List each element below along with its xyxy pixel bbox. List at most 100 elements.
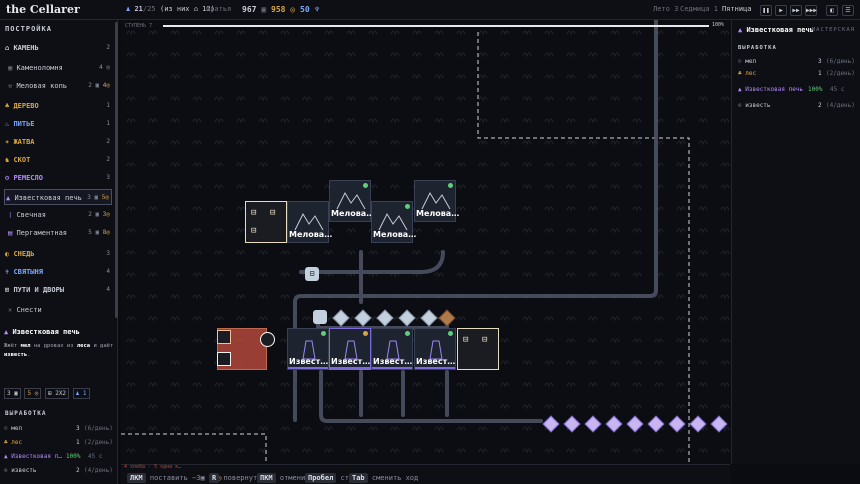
menu-icon[interactable]: ☰ <box>842 5 854 16</box>
quarry-label: Каменоломня <box>16 64 63 72</box>
out-val: 1 <box>818 70 822 77</box>
brothers-label: братья <box>206 5 232 13</box>
building-cost: 2 ▣ 3◎ <box>88 211 110 218</box>
stat-size: ⊞ 2X2 <box>44 388 70 399</box>
panel-toggle-icon[interactable]: ◧ <box>826 5 838 16</box>
out-label: известь <box>11 467 37 474</box>
chalk-icon: ⊙ <box>738 58 742 65</box>
stage-progress-fill <box>163 25 709 27</box>
map-canvas[interactable]: ⊟ ⊟ ⊟ Мелова… Мелова… Мелова… Мелова… ⊟ … <box>121 20 730 464</box>
play-button[interactable]: ▶ <box>775 5 787 16</box>
out-label: Известковая печь <box>745 86 804 93</box>
chalk-pit-building[interactable]: Мелова… <box>287 201 332 243</box>
cat-label: ♞ СКОТ <box>5 156 31 164</box>
cat-label: ♣ ДЕРЕВО <box>5 102 39 110</box>
demolish-label: ✕ Снести <box>8 306 42 314</box>
faith-icon: ♆ <box>314 5 320 14</box>
hint-cancel: ПКМ отменить <box>257 473 314 483</box>
cat-food-label: СНЕДЬ <box>13 250 35 258</box>
out-rate: (6/день) <box>826 58 855 65</box>
cat-count: 3 <box>106 250 110 257</box>
card-label: Извест… <box>373 357 413 366</box>
chalk-pit-building[interactable]: Мелова… <box>414 180 459 222</box>
key-r: R <box>209 473 220 483</box>
desc-chalk: мел <box>20 343 31 349</box>
out-val: 1 <box>76 439 80 446</box>
chalk-icon: ⊙ <box>4 425 8 432</box>
lime-kiln-building[interactable]: Извест… <box>371 328 413 370</box>
sidebar-scrollbar[interactable] <box>115 22 118 318</box>
out-rate: (4/день) <box>826 102 855 109</box>
lime-kiln-building[interactable]: Извест… <box>414 328 456 370</box>
lime-kiln-building[interactable]: Извест… <box>287 328 329 370</box>
out-val: 2 <box>76 467 80 474</box>
sidebar-title: ПОСТРОЙКА <box>5 25 52 33</box>
kiln-icon: ▲ <box>6 194 11 202</box>
building-cost: 3 ▣ 5◎ <box>87 194 109 201</box>
category-food[interactable]: ◐ СНЕДЬ 3 <box>4 246 112 262</box>
fastest-button[interactable]: ▶▶▶ <box>805 5 817 16</box>
mountain-icon <box>378 212 408 231</box>
placement-slot[interactable]: ⊟ ⊟ ⊟ <box>245 201 287 243</box>
note1: 4 хлеба <box>124 464 146 470</box>
desc-mid: на дровах из <box>33 343 74 349</box>
hint-stop: Пробел стоп <box>305 473 358 483</box>
cat-label: ⊞ ПУТИ И ДВОРЫ <box>5 286 65 294</box>
lime-kiln-building[interactable]: Извест… <box>329 328 371 370</box>
fast-button[interactable]: ▶▶ <box>790 5 802 16</box>
storage-slot[interactable]: ⊟ ⊟ <box>457 328 499 370</box>
pause-button[interactable]: ❚❚ <box>760 5 772 16</box>
inspector-title-text: Известковая печь <box>746 26 814 34</box>
resource-2: 958 ◎ <box>271 5 295 14</box>
cat-count: 4 <box>106 286 110 293</box>
out-val: 2 <box>818 102 822 109</box>
out-label: мел <box>11 425 23 432</box>
info-stats: 3 ▣ 5 ◎ ⊞ 2X2 ♟ 1 <box>4 388 90 399</box>
cost-value: 2 <box>88 211 92 218</box>
progress-bar <box>372 367 412 369</box>
stat-coin: 5 ◎ <box>24 388 42 399</box>
output-title: ВЫРАБОТКА <box>738 45 777 51</box>
cat-count: 2 <box>106 138 110 145</box>
chalk-pit-building[interactable]: Мелова… <box>371 201 416 243</box>
stone-icon: ▣ <box>261 5 267 14</box>
cost2-value: 4 <box>102 82 107 89</box>
cat-label: ◐ СНЕДЬ <box>5 250 35 258</box>
cost2-value: 5 <box>101 194 106 201</box>
cat-label: ⚙ РЕМЕСЛО <box>5 174 43 182</box>
demolish-item[interactable]: ✕ Снести <box>4 302 112 318</box>
building-label: ❘ Свечная <box>8 211 46 219</box>
cart-icon: ⊟ <box>251 208 257 218</box>
stat3-value: 2X2 <box>55 390 67 397</box>
cursor-ring-icon <box>260 332 275 347</box>
info-panel: ▲ Известковая печь Жжёт мел на дровах из… <box>4 328 114 360</box>
cost-value: 4 <box>99 64 103 71</box>
cost1: −3 <box>192 474 201 482</box>
category-paths[interactable]: ⊞ ПУТИ И ДВОРЫ 4 <box>4 282 112 298</box>
cart-icon: ⊟ <box>463 335 469 345</box>
hint-bar: 4 хлеба · 5 одна к… ЛКМ поставить −3▣ −5… <box>121 464 730 484</box>
mountain-icon <box>336 191 366 210</box>
pop-value: 21 <box>134 5 143 13</box>
pick-icon: ⚒ <box>8 82 13 90</box>
building-chandlery[interactable]: ❘ Свечная 2 ▣ 3◎ <box>4 207 112 223</box>
out-rate: (4/день) <box>84 467 113 474</box>
hint-text: стоп <box>341 474 358 482</box>
idle-label: (из них <box>160 5 190 13</box>
cost-value: 5 <box>88 229 92 236</box>
chalk-pit-building[interactable]: Мелова… <box>329 180 374 222</box>
